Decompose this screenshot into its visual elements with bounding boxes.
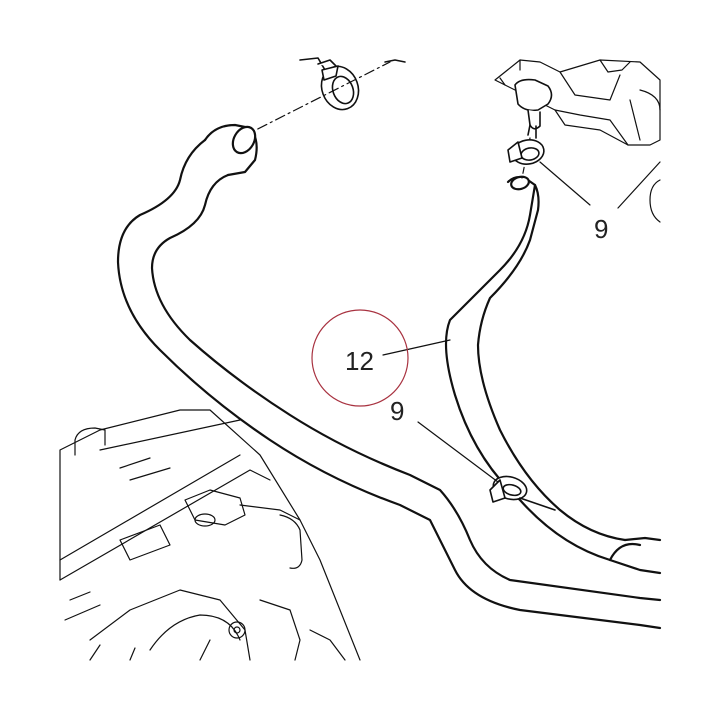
lower-hose-clamp [489, 475, 556, 511]
upper-left-clamp [299, 57, 406, 111]
upper-hose-clamp [507, 139, 545, 165]
callout-9-upper: 9 [594, 214, 608, 244]
alignment-line-upper [239, 61, 391, 139]
callout-9-lower: 9 [390, 396, 404, 426]
callout-12: 12 [345, 346, 374, 376]
leader-9-lower [417, 421, 499, 483]
coolant-hose [116, 123, 662, 630]
callout-highlight-circle [311, 309, 409, 407]
leader-12 [382, 339, 451, 356]
engine-block [59, 409, 361, 661]
outlet-nozzle [514, 78, 553, 139]
leader-lines [382, 161, 661, 483]
leader-9-upper-a [539, 161, 591, 206]
leader-9-upper-b [617, 161, 661, 209]
